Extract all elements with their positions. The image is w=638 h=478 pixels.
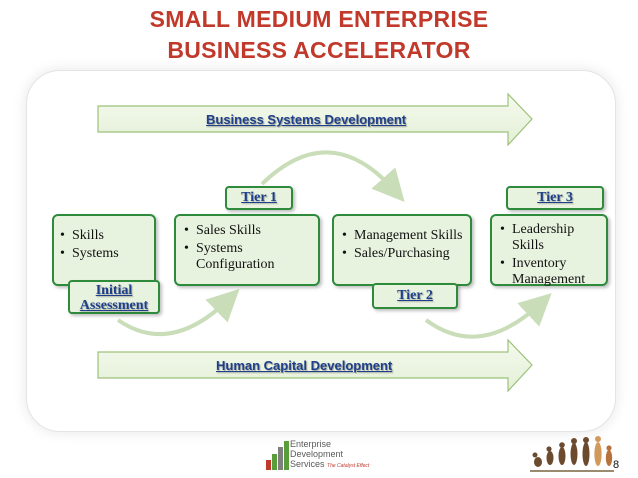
logo-line-1: Enterprise xyxy=(290,439,332,449)
tier-label-tier3: Tier 3 xyxy=(506,186,604,210)
band-label-business-systems: Business Systems Development xyxy=(206,112,407,127)
curve-arrow-tier2-to-tier3 xyxy=(424,293,552,339)
page-number: 8 xyxy=(613,459,620,471)
eds-logo-text: Enterprise Development Services The Cata… xyxy=(290,439,369,471)
logo-line-3: Services The Catalyst Effect xyxy=(290,459,369,471)
stage-box-tier3: Leadership Skills Inventory Management xyxy=(490,214,608,288)
logo-line-3-word: Services xyxy=(290,459,325,469)
eds-logo xyxy=(266,441,289,470)
tier-label-initial-assessment: Initial Assessment xyxy=(68,280,160,314)
curve-arrow-tier1-to-tier2 xyxy=(260,150,405,202)
stage-item: Sales Skills xyxy=(182,223,312,239)
logo-line-2: Development xyxy=(290,449,344,459)
stage-item: Sales/Purchasing xyxy=(340,246,464,262)
bottom-band-arrow xyxy=(97,338,533,393)
stage-item: Inventory Management xyxy=(498,256,602,288)
stage-item: Systems Configuration xyxy=(182,241,312,273)
title-line-2: BUSINESS ACCELERATOR xyxy=(167,37,471,63)
title-line-1: SMALL MEDIUM ENTERPRISE xyxy=(149,6,489,32)
stage-item: Skills xyxy=(58,228,148,244)
stage-box-initial: Skills Systems xyxy=(52,214,156,286)
logo-tagline: The Catalyst Effect xyxy=(327,463,370,469)
slide-title: SMALL MEDIUM ENTERPRISE BUSINESS ACCELER… xyxy=(0,4,638,66)
curve-arrow-initial-to-tier1 xyxy=(116,288,240,337)
tier-label-tier2: Tier 2 xyxy=(372,283,458,309)
top-band-arrow xyxy=(97,92,533,147)
tier-label-tier1: Tier 1 xyxy=(225,186,293,210)
stage-item: Leadership Skills xyxy=(498,222,602,254)
stage-item: Management Skills xyxy=(340,228,464,244)
band-label-human-capital: Human Capital Development xyxy=(216,358,393,373)
stage-box-tier2: Management Skills Sales/Purchasing xyxy=(332,214,472,286)
evolution-figures-image xyxy=(530,436,614,472)
stage-box-tier1: Sales Skills Systems Configuration xyxy=(174,214,320,286)
stage-item: Systems xyxy=(58,246,148,262)
